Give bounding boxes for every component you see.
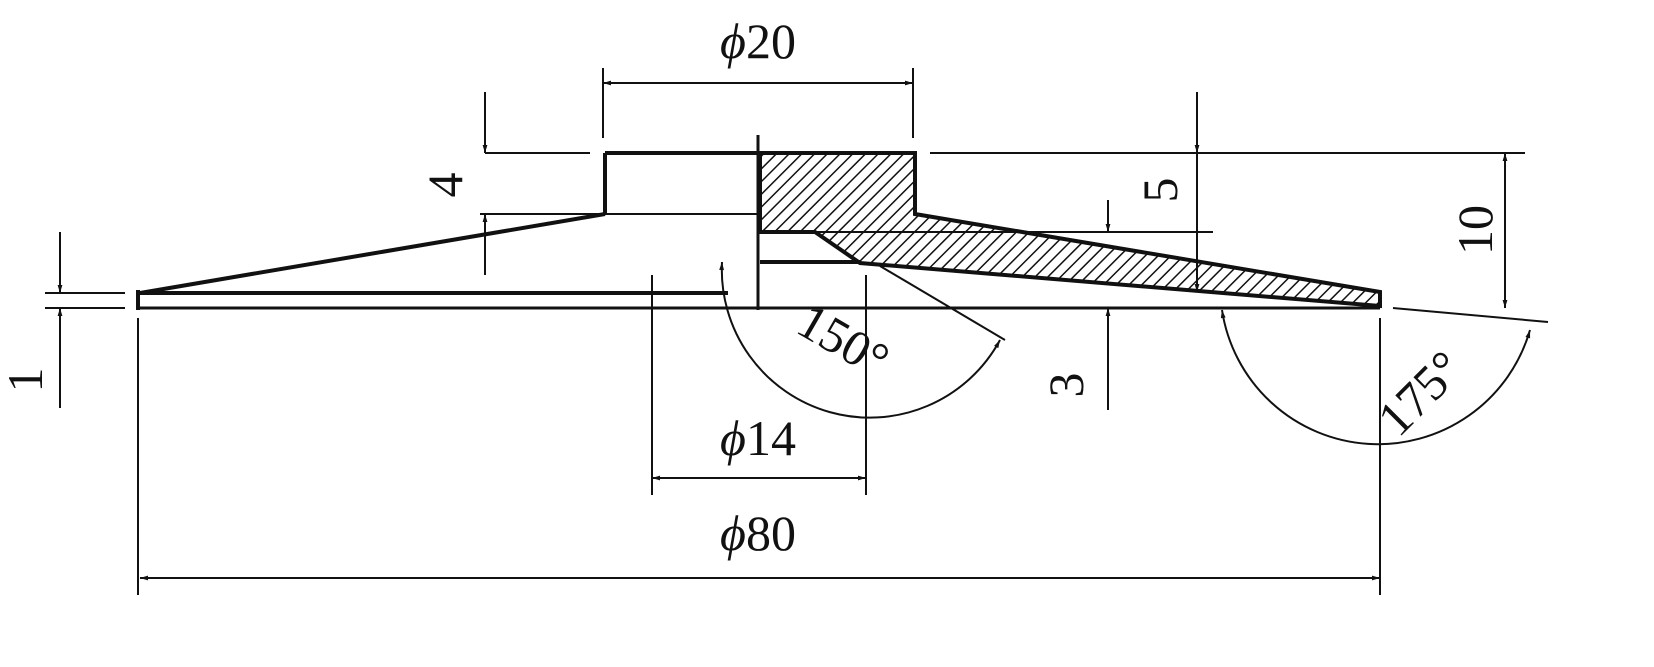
hub-height-label: 4 [417,173,473,198]
slope-height-label: 5 [1132,178,1188,203]
outer-diameter-label: ϕ80 [720,505,796,561]
hatched-section [758,151,1382,309]
top-diameter-label: ϕ20 [720,13,796,69]
inner-diameter-label: ϕ14 [720,410,796,466]
total-height-label: 10 [1447,205,1503,255]
part-outline [136,135,1382,310]
plate-thickness-label: 1 [0,368,53,393]
inner-step-label: 3 [1038,373,1094,398]
dimension-lines [57,80,1531,581]
outer-angle-label: 175° [1367,340,1474,447]
